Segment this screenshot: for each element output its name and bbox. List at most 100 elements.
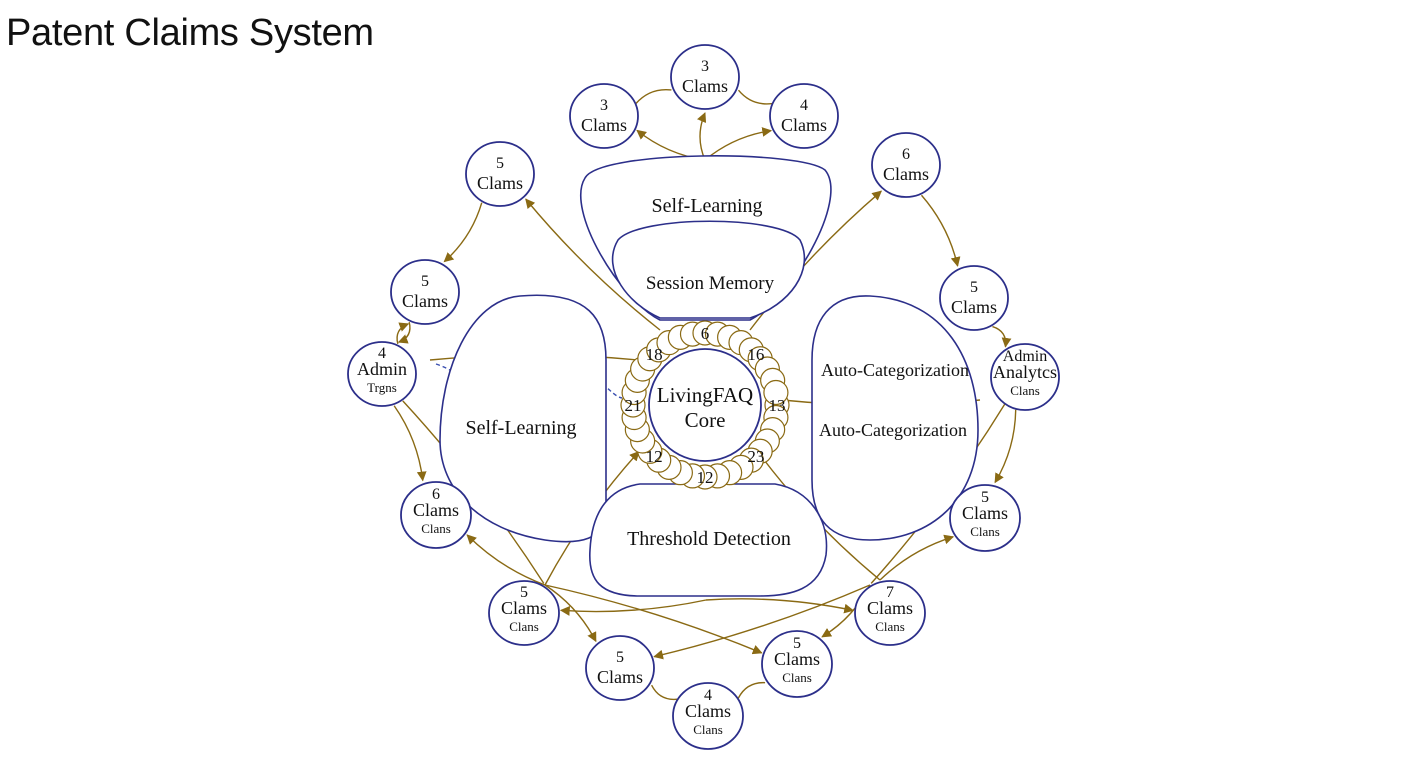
claim-node-label: Admin <box>1003 348 1047 365</box>
region-label-auto-categorization-1: Auto-Categorization <box>821 360 969 380</box>
claim-node-label: Admin <box>357 359 407 379</box>
claim-node-label: 3 <box>701 58 709 75</box>
connector-arrow <box>397 321 411 344</box>
claim-node-label: Clams <box>682 76 728 96</box>
claim-node-label: 5 <box>616 649 624 666</box>
region-label-self-learning-top: Self-Learning <box>651 195 762 217</box>
connector-arrow <box>559 599 707 616</box>
claim-nodes: 3Clams3Clams4Clams5Clams5Clams4AdminTrgn… <box>347 44 1060 750</box>
core-ring-number: 23 <box>747 447 764 466</box>
connector-arrow <box>994 409 1017 484</box>
core-ring-number: 13 <box>769 396 786 415</box>
claim-node-label: Clans <box>970 524 1000 539</box>
claim-node-label: Clams <box>774 649 820 669</box>
claim-node-label: 5 <box>496 155 504 172</box>
claim-node-circle <box>672 682 744 750</box>
core-ring-number: 12 <box>697 468 714 487</box>
region-label-threshold-detection: Threshold Detection <box>627 528 791 550</box>
core-ring-number: 6 <box>701 324 710 343</box>
claim-node-label: Clans <box>875 619 905 634</box>
claim-node-label: Clams <box>781 115 827 135</box>
claim-node-label: 4 <box>704 687 712 704</box>
claim-node-label: Clams <box>867 598 913 618</box>
claim-node-label: Clans <box>1010 383 1040 398</box>
connector-arrow <box>705 598 855 614</box>
connector-arrow <box>544 584 763 655</box>
core-ring-number: 16 <box>747 345 764 364</box>
claim-node-label: Trgns <box>367 380 397 395</box>
claim-node-label: 4 <box>378 345 386 362</box>
claim-node-circle <box>400 481 472 549</box>
claim-node-circle <box>871 132 941 198</box>
claim-node-label: Clans <box>693 722 723 737</box>
region-self-learning-left[interactable]: Self-Learning <box>439 294 607 543</box>
claim-node-circle <box>465 141 535 207</box>
claim-node-circle <box>854 580 926 646</box>
core-label-line2: Core <box>685 408 726 432</box>
claim-node-label: Clams <box>883 164 929 184</box>
region-auto-categorization[interactable]: Auto-Categorization Auto-Categorization <box>811 295 979 541</box>
connector-arrow <box>653 584 871 660</box>
claim-node-circle <box>347 341 417 407</box>
claim-node-label: Clams <box>951 297 997 317</box>
region-threshold-detection[interactable]: Threshold Detection <box>589 483 828 597</box>
claim-node-circle <box>949 484 1021 552</box>
claim-node-circle <box>769 83 839 149</box>
region-session-memory[interactable]: Session Memory <box>611 220 806 319</box>
claim-node-circle <box>390 259 460 325</box>
claim-node-label: Analytcs <box>993 362 1057 382</box>
claim-node-label: 7 <box>886 584 894 601</box>
claim-node-label: Clams <box>581 115 627 135</box>
connector-arrow <box>920 194 961 267</box>
connector-arrow <box>697 112 707 161</box>
connector-arrow <box>737 89 773 105</box>
connector-arrow <box>992 325 1012 348</box>
connector-arrow <box>466 534 546 586</box>
claim-node-label: Clans <box>782 670 812 685</box>
claim-node-label: Clans <box>421 521 451 536</box>
connector-arrow <box>879 534 955 581</box>
claim-node-label: Clams <box>402 291 448 311</box>
core-node[interactable]: LivingFAQ Core <box>648 348 762 462</box>
claim-node-label: Clans <box>509 619 539 634</box>
connector-arrow <box>544 584 597 643</box>
claim-node-label: 5 <box>793 635 801 652</box>
claim-node-circle <box>990 343 1060 411</box>
claim-node-label: Clams <box>962 503 1008 523</box>
claim-node-label: 3 <box>600 97 608 114</box>
connector-arrow <box>650 684 678 701</box>
core-ring-number: 21 <box>625 396 642 415</box>
region-label-auto-categorization-2: Auto-Categorization <box>819 420 967 440</box>
claim-node-label: 6 <box>902 146 910 163</box>
core-ring-number: 18 <box>646 345 663 364</box>
claim-node-label: Clams <box>413 500 459 520</box>
claim-node-circle <box>585 635 655 701</box>
claim-node-label: Clams <box>597 667 643 687</box>
claim-node-circle <box>488 580 560 646</box>
claim-node-circle <box>569 83 639 149</box>
claim-node-label: Clams <box>685 701 731 721</box>
claim-node-circle <box>670 44 740 110</box>
claim-node-label: 5 <box>520 584 528 601</box>
claim-node-label: 6 <box>432 486 440 503</box>
page-title: Patent Claims System <box>6 12 374 54</box>
claim-node-circle <box>939 265 1009 331</box>
